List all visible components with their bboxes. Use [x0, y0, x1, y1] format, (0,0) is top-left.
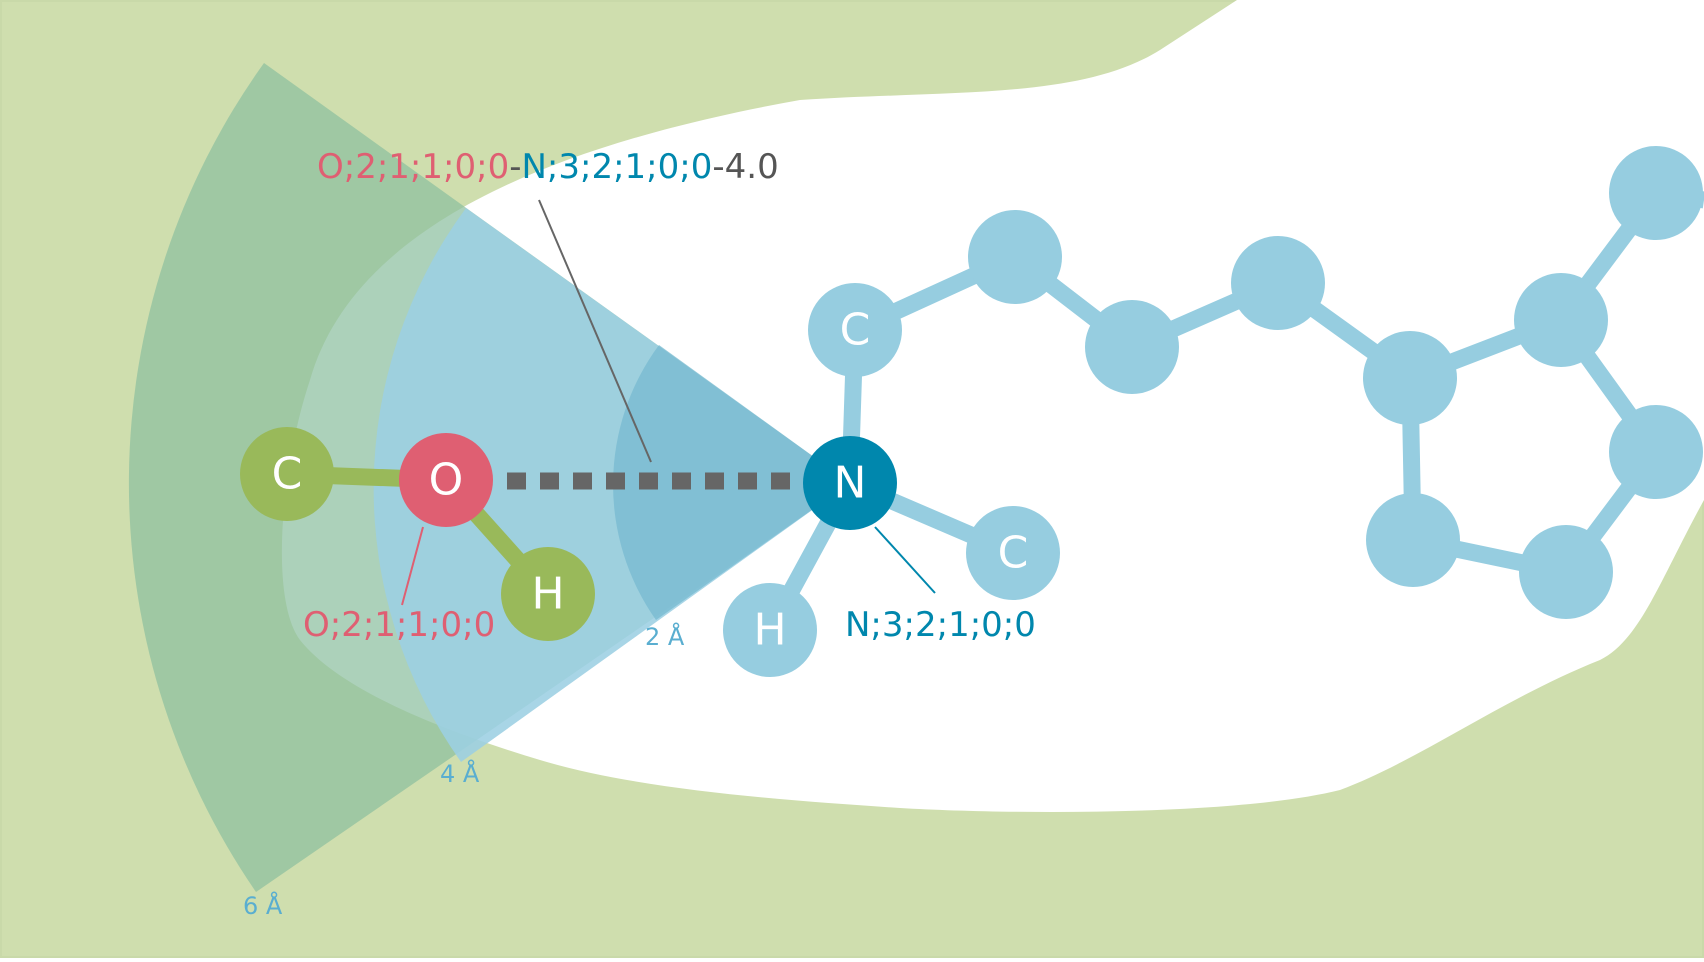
oxygen-leader-line	[401, 526, 424, 606]
ligand-atoms	[723, 146, 1703, 677]
ligand-carbon-right-letter: C	[998, 528, 1029, 579]
oxygen-atom	[399, 433, 493, 527]
ligand-carbon-top-letter: C	[840, 305, 871, 356]
ligand-atom-10	[1366, 493, 1460, 587]
ligand-atom-7	[1609, 146, 1703, 240]
nitrogen-leader-line	[874, 526, 936, 594]
ligand-carbon-top-atom	[808, 283, 902, 377]
interaction-label: O;2;1;1;0;0-N;3;2;1;0;0-4.0	[317, 147, 779, 187]
interaction-label-separator-2: -	[712, 147, 724, 187]
ligand-atom-4	[1231, 236, 1325, 330]
interaction-leader-line	[538, 199, 652, 463]
ligand-carbon-right-atom	[966, 506, 1060, 600]
hydroxyl-carbon-letter: C	[272, 449, 303, 500]
ligand-atom-9	[1519, 525, 1613, 619]
radius-label-6: 6 Å	[243, 891, 283, 920]
ligand-atom-5	[1363, 331, 1457, 425]
ligand-atom-3	[1085, 300, 1179, 394]
interaction-label-oxygen-part: O;2;1;1;0;0	[317, 147, 509, 187]
radius-label-2: 2 Å	[645, 622, 685, 651]
radius-label-4: 4 Å	[440, 759, 480, 788]
nitrogen-descriptor-label: N;3;2;1;0;0	[845, 605, 1036, 645]
ligand-atom-2	[968, 210, 1062, 304]
interaction-label-separator-1: -	[509, 147, 521, 187]
oxygen-letter: O	[429, 455, 464, 506]
ligand-hydrogen-letter: H	[753, 605, 786, 656]
interaction-label-nitrogen-part: N;3;2;1;0;0	[521, 147, 712, 187]
cone-2-angstrom	[613, 345, 850, 620]
interaction-label-distance: 4.0	[725, 147, 779, 187]
ligand-hydrogen-atom	[723, 583, 817, 677]
hydroxyl-hydrogen-letter: H	[531, 569, 564, 620]
hydroxyl-carbon-atom	[240, 427, 334, 521]
hydroxyl-hydrogen-atom	[501, 547, 595, 641]
ligand-atom-8	[1609, 405, 1703, 499]
ligand-atom-6	[1514, 273, 1608, 367]
nitrogen-letter: N	[834, 458, 867, 509]
oxygen-descriptor-label: O;2;1;1;0;0	[303, 605, 495, 645]
nitrogen-atom	[803, 436, 897, 530]
